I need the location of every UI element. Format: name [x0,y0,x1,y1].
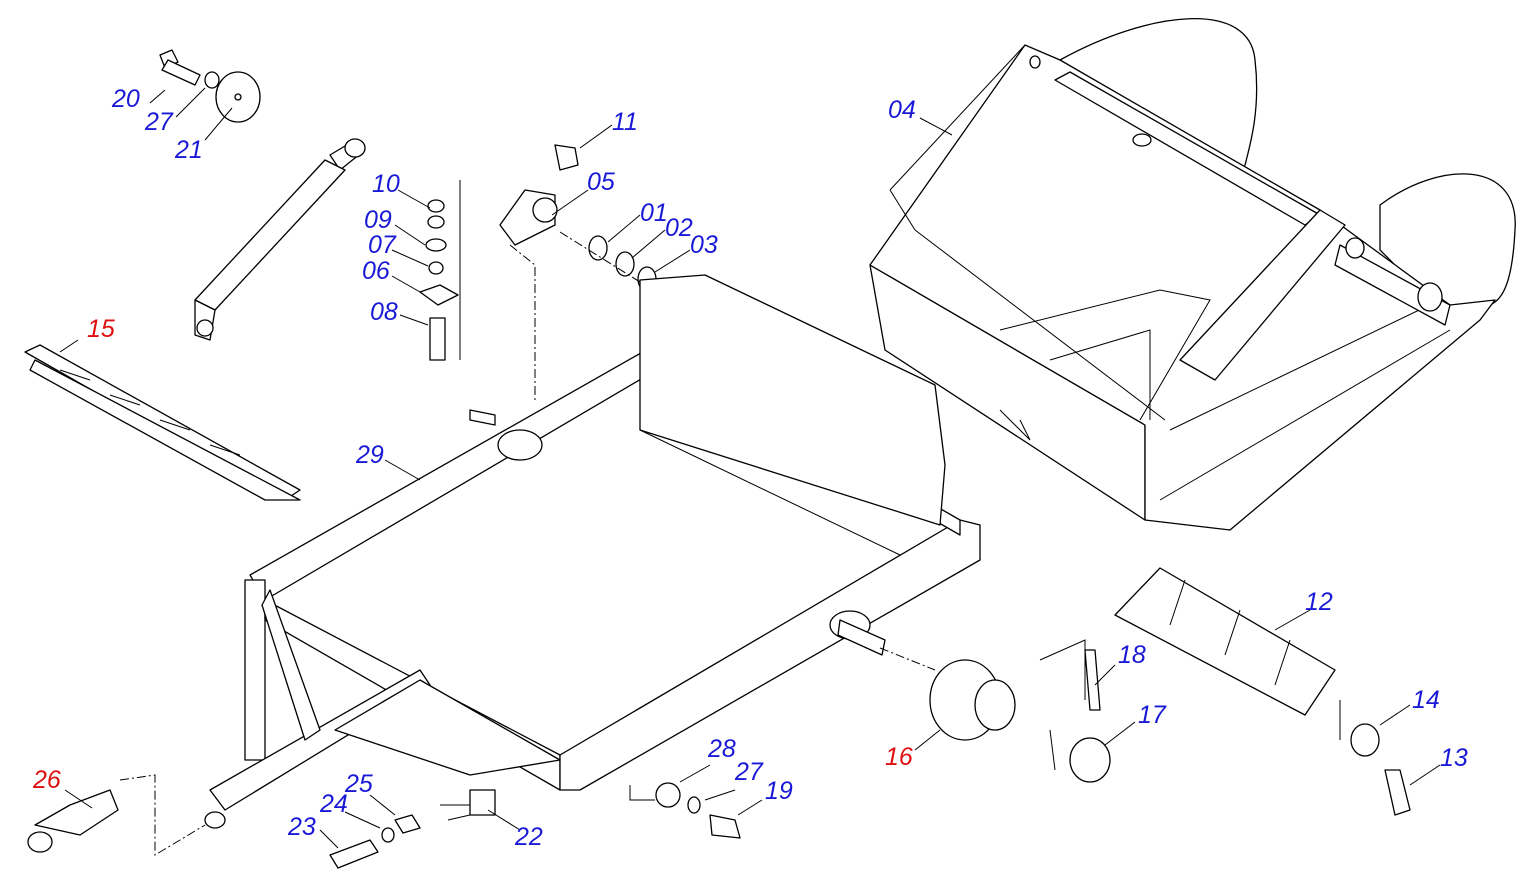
label-16: 16 [885,743,913,771]
label-27-bottom: 27 [734,758,764,786]
label-17: 17 [1138,701,1167,729]
label-19: 19 [765,777,793,805]
label-15: 15 [87,315,115,343]
hydraulic-cylinder [159,49,366,341]
label-03: 03 [690,231,718,259]
label-11: 11 [612,108,638,136]
label-25: 25 [344,770,373,798]
main-frame-part [204,274,981,829]
label-06: 06 [362,257,390,285]
label-24: 24 [319,790,348,818]
label-12: 12 [1305,588,1333,616]
label-05: 05 [587,168,615,196]
label-21: 21 [174,136,203,164]
label-07: 07 [368,231,397,259]
wear-plate-part [1114,567,1336,716]
label-20: 20 [111,85,140,113]
part-labels: 04 20 27 21 11 05 10 09 07 06 08 01 02 0… [32,85,1468,851]
label-04: 04 [888,96,916,124]
label-10: 10 [372,170,400,198]
bearing-assembly [419,144,657,400]
label-09: 09 [364,206,392,234]
label-26: 26 [32,766,61,794]
label-23: 23 [287,813,316,841]
label-28: 28 [707,735,736,763]
hardware-group [27,774,741,869]
label-13: 13 [1440,744,1468,772]
bucket-part [869,18,1516,531]
label-02: 02 [665,214,693,242]
label-08: 08 [370,298,398,326]
hub-assembly [929,639,1411,816]
leader-lines [59,87,1441,849]
label-18: 18 [1118,641,1146,669]
label-01: 01 [640,199,668,227]
label-27-top: 27 [144,108,174,136]
label-14: 14 [1412,686,1440,714]
label-29: 29 [355,441,384,469]
cutting-edge-part [24,344,301,501]
label-22: 22 [514,823,543,851]
